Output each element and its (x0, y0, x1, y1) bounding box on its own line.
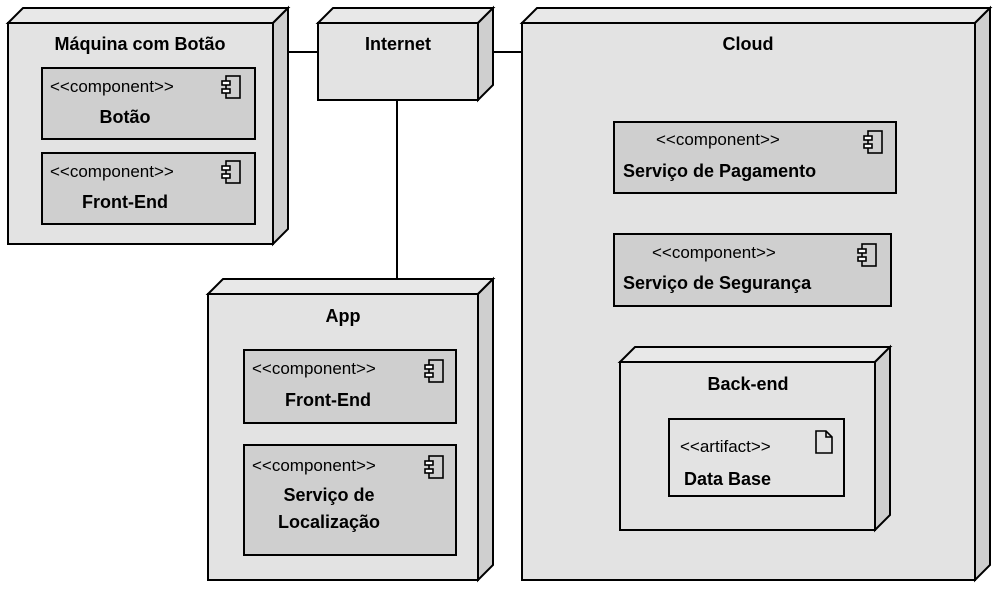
artifact-data-base[interactable]: <<artifact>> Data Base (668, 418, 845, 497)
node-maquina-com-botao[interactable]: Máquina com Botão <<component>> Botão <<… (5, 5, 291, 247)
node-internet[interactable]: Internet (315, 5, 496, 103)
component-front-end-maquina[interactable]: <<component>> Front-End (41, 152, 256, 225)
component-name-botao: Botão (100, 107, 151, 127)
artifact-stereotype: <<artifact>> (680, 437, 771, 456)
node-title-app: App (326, 306, 361, 326)
node-title-maquina: Máquina com Botão (54, 34, 225, 54)
component-name-localizacao-line1: Serviço de (283, 485, 374, 505)
component-name-seguranca: Serviço de Segurança (623, 273, 812, 293)
component-stereotype: <<component>> (652, 243, 776, 262)
component-name-pagamento: Serviço de Pagamento (623, 161, 816, 181)
component-servico-de-seguranca[interactable]: <<component>> Serviço de Segurança (613, 233, 892, 307)
component-name-localizacao-line2: Localização (278, 512, 380, 532)
node-title-back-end: Back-end (707, 374, 788, 394)
component-name-front-end: Front-End (285, 390, 371, 410)
node-back-end[interactable]: Back-end <<artifact>> Data Base (617, 344, 893, 533)
node-app[interactable]: App <<component>> Front-End <<component>… (205, 276, 496, 583)
component-stereotype: <<component>> (50, 77, 174, 96)
component-stereotype: <<component>> (656, 130, 780, 149)
component-servico-de-localizacao[interactable]: <<component>> Serviço de Localização (243, 444, 457, 556)
component-servico-de-pagamento[interactable]: <<component>> Serviço de Pagamento (613, 121, 897, 194)
artifact-name: Data Base (684, 469, 771, 489)
component-stereotype: <<component>> (252, 456, 376, 475)
node-title-cloud: Cloud (723, 34, 774, 54)
component-stereotype: <<component>> (50, 162, 174, 181)
component-botao[interactable]: <<component>> Botão (41, 67, 256, 140)
node-cloud[interactable]: Cloud <<component>> Serviço de Pagamento… (519, 5, 993, 583)
node-title-internet: Internet (365, 34, 431, 54)
component-name-front-end: Front-End (82, 192, 168, 212)
component-front-end-app[interactable]: <<component>> Front-End (243, 349, 457, 424)
component-stereotype: <<component>> (252, 359, 376, 378)
